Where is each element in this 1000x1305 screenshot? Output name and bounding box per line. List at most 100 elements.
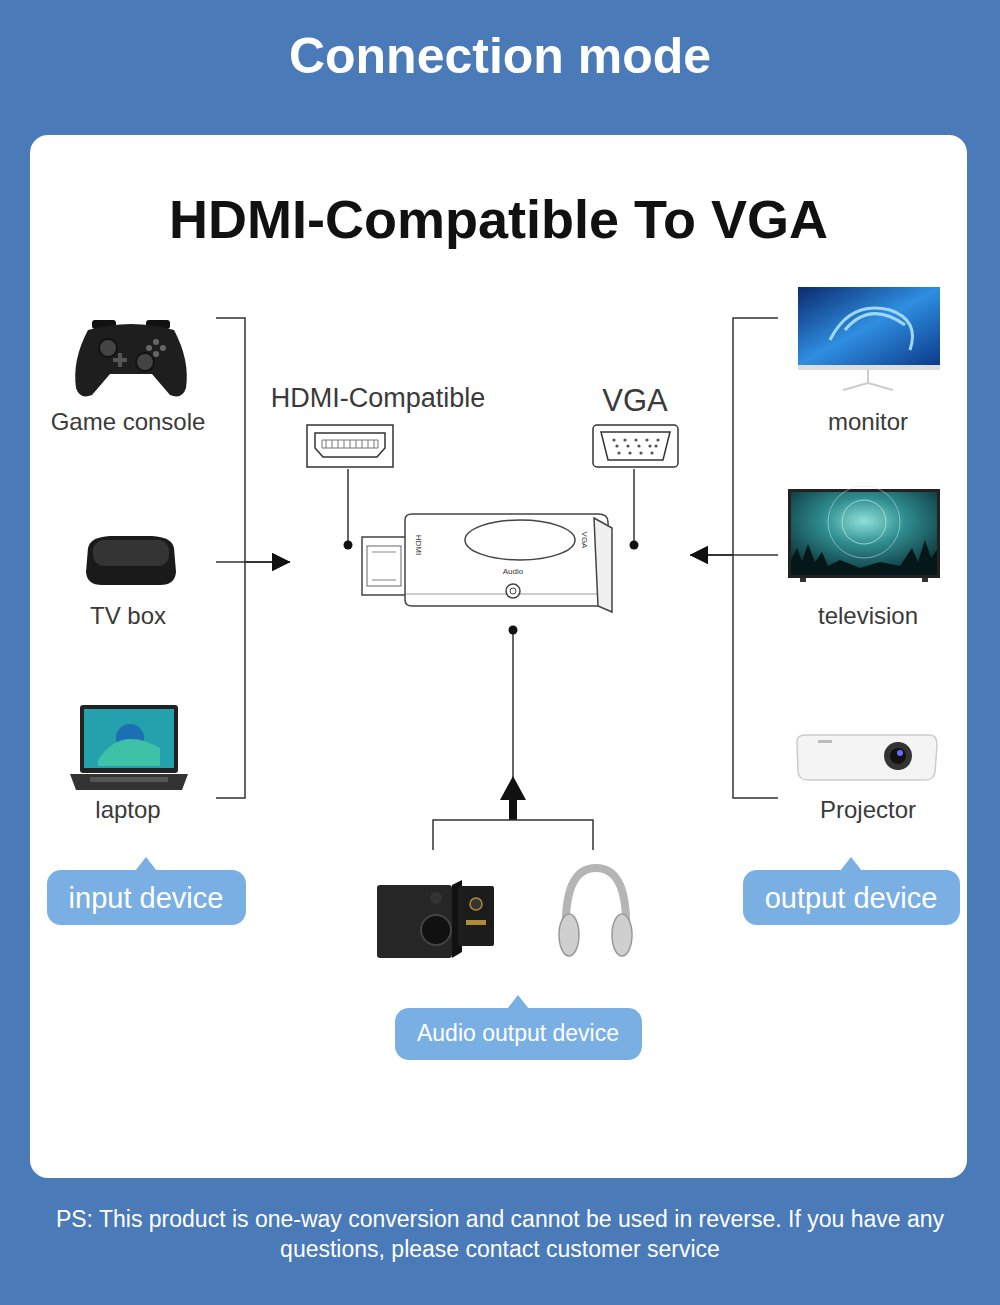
footnote: PS: This product is one-way conversion a… (40, 1204, 960, 1264)
headphones-icon (559, 868, 632, 956)
speaker-icon (458, 886, 494, 946)
audio-bracket (433, 820, 593, 850)
projector-icon (897, 750, 903, 756)
adapter-marking: Audio (503, 568, 523, 576)
vga-port-icon (615, 444, 618, 447)
connector-line (216, 562, 290, 798)
projector-icon (797, 735, 937, 780)
adapter-illustration (594, 518, 612, 612)
port-callout: HDMI-Compatible (252, 383, 504, 469)
adapter-illustration (344, 541, 353, 550)
laptop-icon (70, 774, 188, 790)
adapter-illustration (344, 505, 639, 612)
device-label: HDMI-Compatible (271, 383, 486, 414)
game-controller-icon (153, 339, 159, 345)
audio-bracket (433, 626, 593, 851)
pill-pointer (840, 857, 862, 871)
device-label: VGA (602, 383, 667, 418)
tv-box-icon (93, 540, 169, 566)
vga-port-icon (650, 451, 653, 454)
vga-port-icon (656, 438, 659, 441)
device-label: Projector (820, 796, 916, 824)
game-controller-icon (99, 339, 117, 357)
vga-port-icon (626, 444, 629, 447)
page-title: Connection mode (0, 24, 1000, 88)
vga-port-icon (593, 425, 678, 467)
monitor-icon (798, 365, 940, 370)
tv-box-icon (86, 536, 176, 585)
vga-port-icon (628, 451, 631, 454)
hdmi-port-icon (322, 440, 378, 448)
connector-line (216, 318, 290, 562)
hdmi-port-icon (307, 425, 393, 467)
adapter-marking: VGA (580, 532, 588, 549)
pill-pointer (135, 857, 157, 871)
vga-port-icon (617, 451, 620, 454)
game-controller-icon (75, 320, 187, 396)
laptop-icon (84, 709, 174, 768)
diagram-heading: HDMI-Compatible To VGA (30, 186, 967, 252)
white-panel (30, 135, 967, 1178)
vga-port-icon (623, 438, 626, 441)
device-label: laptop (95, 796, 160, 824)
vga-port-icon (639, 451, 642, 454)
hdmi-port-icon (307, 425, 393, 467)
adapter-illustration (465, 520, 575, 560)
pill-label: output device (765, 880, 938, 915)
television-icon (800, 578, 806, 582)
output-device-item: monitor (778, 282, 958, 440)
output-device-item: Projector (778, 728, 958, 825)
pill-label: Audio output device (417, 1020, 619, 1048)
hdmi-port-icon (315, 433, 385, 457)
monitor-icon (830, 308, 913, 350)
hdmi-port-icon (326, 440, 374, 448)
vga-port-icon (648, 444, 651, 447)
projector-icon (890, 748, 906, 764)
vga-port-icon (634, 438, 637, 441)
connector-line (690, 555, 778, 798)
speaker-icon (466, 920, 486, 925)
adapter-illustration (347, 505, 349, 545)
connector-line (347, 469, 349, 505)
connector-line (633, 469, 635, 505)
headphones-icon (612, 914, 632, 956)
speaker-icon (430, 892, 442, 904)
speaker-icon (377, 880, 494, 958)
game-controller-icon (160, 345, 166, 351)
projector-icon (818, 740, 832, 743)
projector-icon (797, 735, 937, 780)
vga-port-icon (601, 432, 670, 460)
television-icon (922, 578, 928, 582)
audio-bracket (500, 776, 526, 800)
pill-label: input device (69, 880, 224, 915)
game-controller-icon (146, 345, 152, 351)
television-icon (842, 500, 886, 544)
port-callout: VGA (588, 383, 682, 469)
adapter-illustration (633, 505, 635, 545)
laptop-icon (98, 739, 160, 766)
device-label: Game console (51, 408, 206, 436)
input-device-item: Game console (40, 312, 216, 442)
television-icon (828, 486, 900, 558)
adapter-illustration (510, 588, 516, 594)
game-controller-icon (118, 353, 122, 367)
output-device-item: television (778, 484, 958, 634)
vga-port-icon (654, 444, 657, 447)
adapter-illustration (630, 541, 639, 550)
monitor-icon (867, 370, 869, 384)
connector-line (690, 318, 778, 555)
speaker-icon (377, 885, 452, 958)
laptop-icon (70, 705, 188, 790)
adapter-marking: HDMI (414, 535, 422, 555)
category-pill: input device (47, 870, 246, 925)
adapter-illustration (367, 546, 401, 586)
speaker-icon (470, 898, 482, 910)
television-icon (791, 492, 937, 575)
adapter-body: HDMI Audio VGA (290, 505, 690, 615)
monitor-icon (843, 383, 893, 390)
vga-port-icon (637, 444, 640, 447)
category-pill: output device (743, 870, 960, 925)
device-label: TV box (90, 602, 166, 630)
device-label: television (818, 602, 918, 630)
